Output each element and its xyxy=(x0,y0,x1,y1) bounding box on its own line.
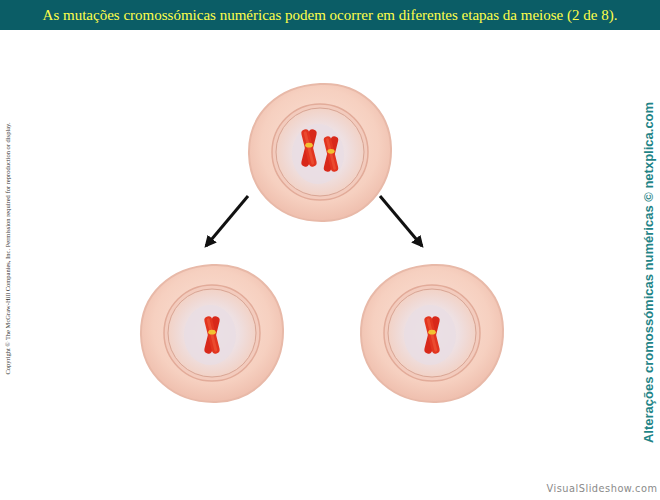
arrow xyxy=(380,196,422,246)
label-holder: Alterações cromossómicas numéricas © net… xyxy=(641,101,656,442)
label-holder: Copyright © The McGraw-Hill Companies, I… xyxy=(4,122,11,374)
label-holder: VisualSlideshow.com xyxy=(547,483,658,494)
arrow xyxy=(206,196,248,246)
watermark: VisualSlideshow.com xyxy=(547,483,658,494)
watermark: Alterações cromossómicas numéricas © net… xyxy=(641,101,656,442)
copyright-note: Copyright © The McGraw-Hill Companies, I… xyxy=(4,122,11,374)
title-holder: As mutações cromossómicas numéricas pode… xyxy=(0,0,660,30)
slide-title: As mutações cromossómicas numéricas pode… xyxy=(43,7,618,24)
